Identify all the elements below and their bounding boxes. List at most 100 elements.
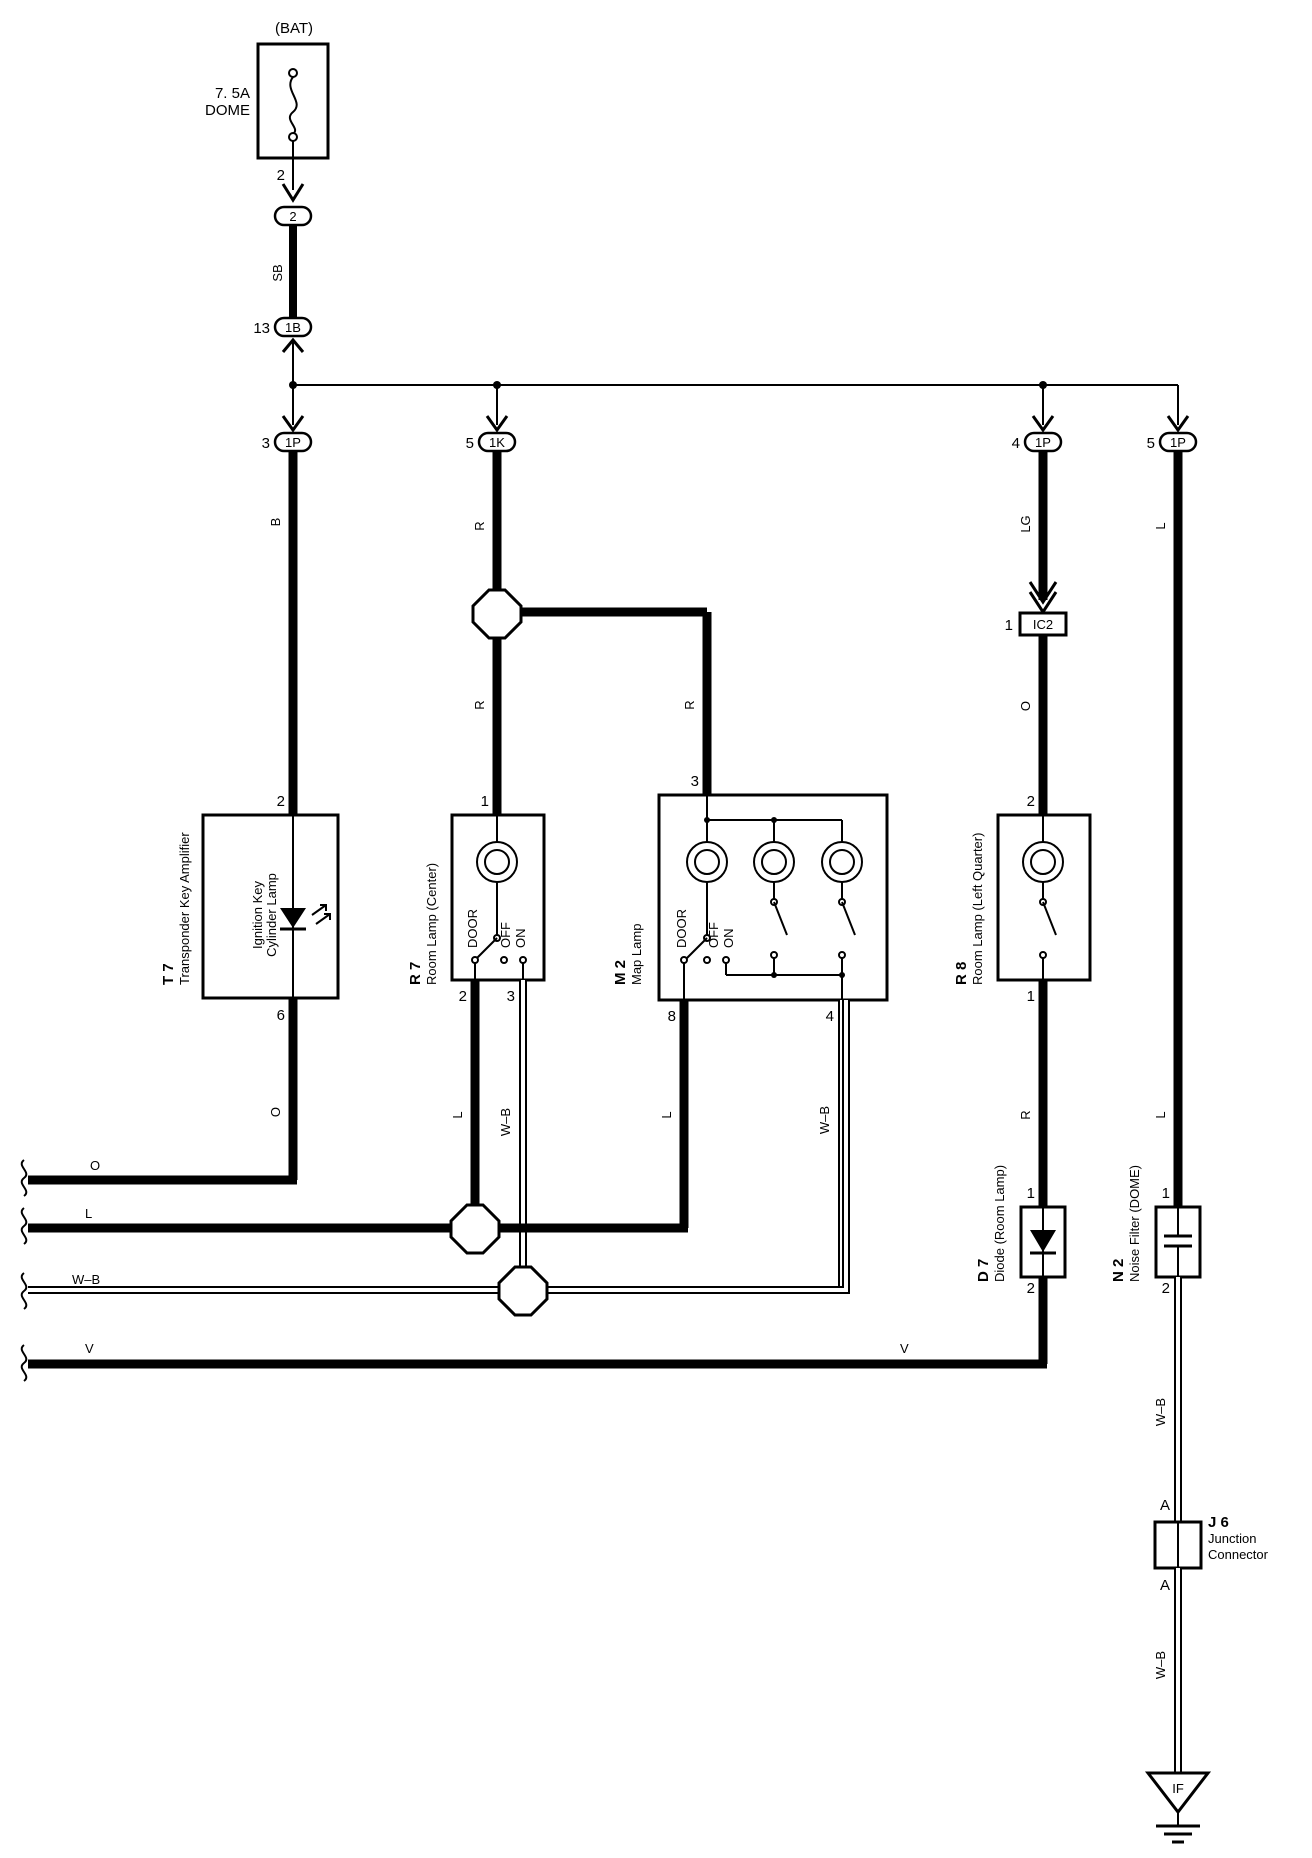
- break-icon: [20, 1207, 28, 1245]
- d7-pin-bottom: 2: [1027, 1280, 1035, 1297]
- m2-name: Map Lamp: [629, 924, 644, 985]
- connector-ic2-pin: 1: [1005, 617, 1013, 634]
- t7-pin-bottom: 6: [277, 1007, 285, 1024]
- ground-connector-icon: [1144, 1771, 1212, 1815]
- wire-label-r4: R: [1018, 1110, 1033, 1119]
- connector-ic2-label: IC2: [1033, 617, 1053, 632]
- j6-name-1: Junction: [1208, 1531, 1256, 1546]
- wire-label-lg: LG: [1018, 515, 1033, 532]
- wire-label-r3: R: [682, 700, 697, 709]
- m2-pin-b2: 4: [826, 1008, 834, 1025]
- chevron-down-icon: [485, 415, 509, 433]
- t7-inner-label-1: Ignition Key: [250, 881, 265, 949]
- wire-label-b: B: [268, 518, 283, 527]
- wire-label-l2: L: [450, 1111, 465, 1118]
- wire-label-wb3: W–B: [1153, 1398, 1168, 1426]
- connector-1b-pin: 13: [253, 320, 270, 337]
- splice-point: [449, 1203, 501, 1255]
- r7-name: Room Lamp (Center): [424, 863, 439, 985]
- room-lamp-left-quarter: [996, 813, 1092, 982]
- connector-1p-a-label: 1P: [285, 435, 301, 450]
- fuse-dome: (BAT) 7. 5A DOME: [205, 20, 330, 160]
- fuse-name: DOME: [205, 102, 250, 119]
- break-icon: [20, 1344, 28, 1382]
- bus-label-o: O: [90, 1158, 100, 1173]
- r7-switch-door: DOOR: [465, 909, 480, 948]
- fuse-pin: 2: [277, 167, 285, 184]
- t7-pin-top: 2: [277, 793, 285, 810]
- wire-label-l4: L: [1153, 1111, 1168, 1118]
- m2-switch-door: DOOR: [674, 909, 689, 948]
- r7-pin-top: 1: [481, 793, 489, 810]
- chevron-down-icon: [1031, 415, 1055, 433]
- m2-switch-on: ON: [721, 929, 736, 949]
- connector-1b: [273, 316, 313, 338]
- t7-name: Transponder Key Amplifier: [177, 832, 192, 985]
- bus-label-v-right: V: [900, 1341, 909, 1356]
- light-rays-icon: [311, 904, 331, 925]
- connector-1k-pin: 5: [466, 435, 474, 452]
- r8-id: R 8: [953, 962, 970, 985]
- noise-filter-dome: [1154, 1205, 1202, 1279]
- connector-1b-label: 1B: [285, 320, 301, 335]
- connector-1p-c-pin: 5: [1147, 435, 1155, 452]
- m2-switch-off: OFF: [706, 922, 721, 948]
- junction-connector: [1153, 1520, 1203, 1570]
- bus-label-wb: W–B: [72, 1272, 100, 1287]
- wire-label-r1: R: [472, 521, 487, 530]
- wire-label-l1: L: [1153, 522, 1168, 529]
- break-icon: [20, 1272, 28, 1310]
- bus-label-l: L: [85, 1206, 92, 1221]
- fuse-icon: [288, 76, 298, 135]
- connector-1p-c-label: 1P: [1170, 435, 1186, 450]
- wire-label-o: O: [268, 1107, 283, 1117]
- wire-label-sb: SB: [270, 264, 285, 281]
- wire-label-wb2: W–B: [817, 1106, 832, 1134]
- r7-switch-on: ON: [513, 929, 528, 949]
- connector-1p-b-label: 1P: [1035, 435, 1051, 450]
- r8-name: Room Lamp (Left Quarter): [970, 833, 985, 985]
- chevron-down-icon: [281, 183, 305, 203]
- diode-room-lamp: [1019, 1205, 1067, 1279]
- room-lamp-center: DOOR OFF ON: [450, 813, 546, 982]
- n2-pin-top: 1: [1162, 1185, 1170, 1202]
- splice-point: [497, 1265, 549, 1317]
- transponder-key-amplifier: Ignition Key Cylinder Lamp: [201, 813, 340, 1000]
- m2-id: M 2: [612, 960, 629, 985]
- r7-id: R 7: [407, 962, 424, 985]
- ground-if: IF: [1144, 1771, 1212, 1844]
- ground-label: IF: [1172, 1781, 1184, 1796]
- splice-point: [471, 588, 523, 640]
- d7-pin-top: 1: [1027, 1185, 1035, 1202]
- r8-pin-bottom: 1: [1027, 988, 1035, 1005]
- j6-pin-top: A: [1160, 1497, 1170, 1514]
- n2-pin-bottom: 2: [1162, 1280, 1170, 1297]
- r7-switch-off: OFF: [498, 922, 513, 948]
- r7-pin-b1: 2: [459, 988, 467, 1005]
- chevron-down-icon: [281, 415, 305, 433]
- n2-name: Noise Filter (DOME): [1127, 1165, 1142, 1282]
- j6-name-2: Connector: [1208, 1547, 1269, 1562]
- led-icon: [280, 908, 306, 928]
- fuse-rating: 7. 5A: [215, 85, 250, 102]
- diode-icon: [1030, 1230, 1056, 1252]
- wire-label-r2: R: [472, 700, 487, 709]
- chevron-down-icon: [1166, 415, 1190, 433]
- m2-pin-top: 3: [691, 773, 699, 790]
- connector-1p-a-pin: 3: [262, 435, 270, 452]
- t7-inner-label-2: Cylinder Lamp: [264, 873, 279, 957]
- wire-label-o2: O: [1018, 701, 1033, 711]
- connector-1k-label: 1K: [489, 435, 505, 450]
- d7-name: Diode (Room Lamp): [992, 1165, 1007, 1282]
- connector-2-label: 2: [289, 209, 296, 224]
- wire-label-wb1: W–B: [498, 1108, 513, 1136]
- m2-pin-b1: 8: [668, 1008, 676, 1025]
- j6-id: J 6: [1208, 1514, 1229, 1531]
- map-lamp: DOOR OFF ON: [657, 793, 889, 1002]
- fuse-source: (BAT): [275, 20, 313, 37]
- n2-id: N 2: [1110, 1259, 1127, 1282]
- j6-pin-bottom: A: [1160, 1577, 1170, 1594]
- bus-label-v-left: V: [85, 1341, 94, 1356]
- r7-pin-b2: 3: [507, 988, 515, 1005]
